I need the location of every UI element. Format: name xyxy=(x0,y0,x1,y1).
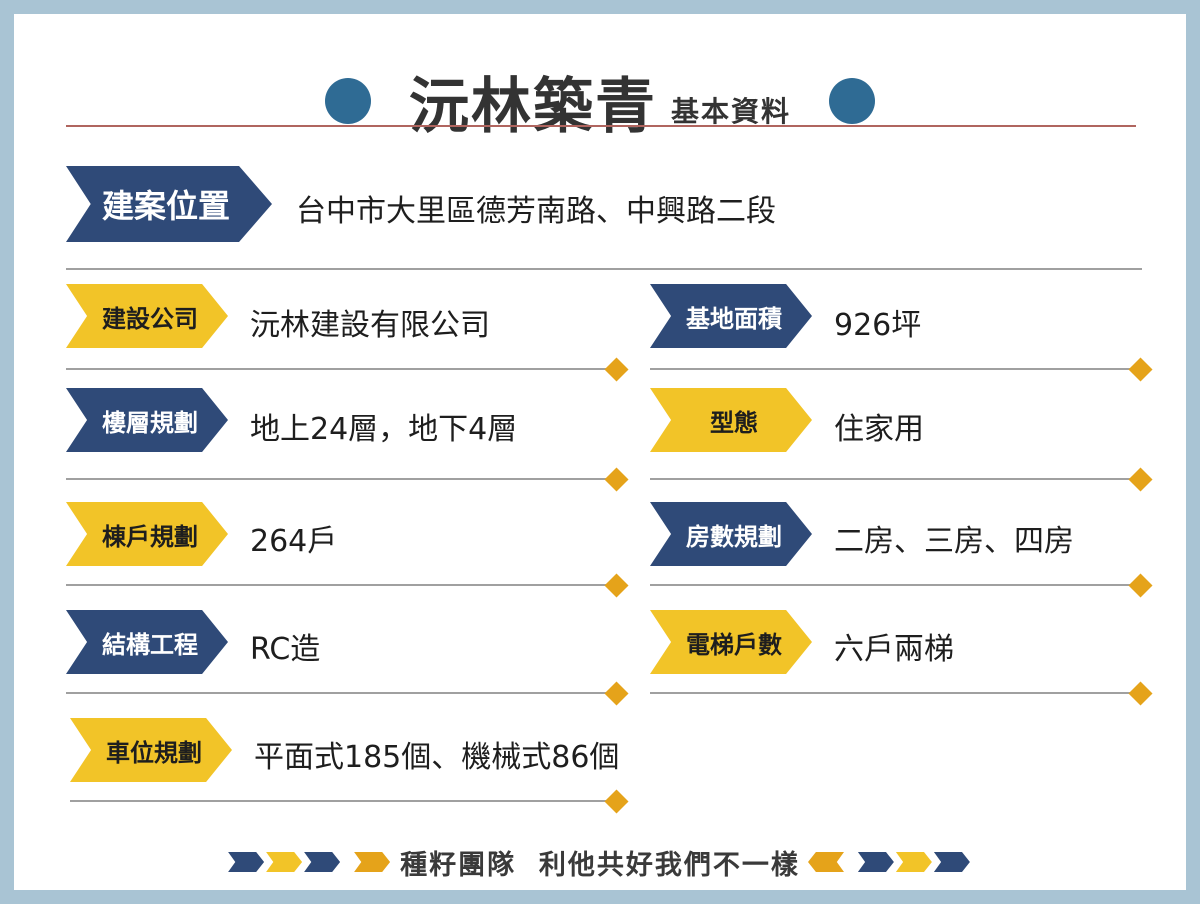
chevron-icon xyxy=(228,852,265,872)
diamond-marker xyxy=(604,789,629,814)
field-label-site-area: 基地面積 xyxy=(686,304,782,333)
title-dot-right xyxy=(829,78,875,124)
location-badge: 建案位置 xyxy=(66,166,272,242)
field-divider-parking xyxy=(70,800,616,802)
chevron-icon xyxy=(933,852,970,872)
field-badge-company: 建設公司 xyxy=(66,284,228,348)
footer-slogan: 種籽團隊 利他共好我們不一樣 xyxy=(400,849,800,881)
field-value-elevator: 六戶兩梯 xyxy=(834,632,954,667)
field-divider-type xyxy=(650,478,1136,480)
field-value-type: 住家用 xyxy=(834,412,924,447)
field-value-floors: 地上24層，地下4層 xyxy=(250,412,518,447)
field-badge-elevator: 電梯戶數 xyxy=(650,610,812,674)
field-value-parking: 平面式185個、機械式86個 xyxy=(254,740,620,775)
diamond-marker xyxy=(604,467,629,492)
field-value-company: 沅林建設有限公司 xyxy=(250,308,490,343)
field-badge-floors: 樓層規劃 xyxy=(66,388,228,452)
field-divider-floors xyxy=(66,478,614,480)
footer-banner: 種籽團隊 利他共好我們不一樣 xyxy=(14,842,1186,882)
location-label: 建案位置 xyxy=(102,187,231,225)
field-value-units: 264戶 xyxy=(250,524,338,559)
field-badge-units: 棟戶規劃 xyxy=(66,502,228,566)
info-card: 沅林築青 基本資料 建案位置 台中市大里區德芳南路、中興路二段 建設公司 沅林建… xyxy=(14,14,1186,890)
field-divider-rooms xyxy=(650,584,1136,586)
field-badge-rooms: 房數規劃 xyxy=(650,502,812,566)
field-label-structure: 結構工程 xyxy=(102,630,198,659)
field-badge-type: 型態 xyxy=(650,388,812,452)
field-label-elevator: 電梯戶數 xyxy=(686,630,782,659)
chevron-icon xyxy=(857,852,894,872)
field-badge-parking: 車位規劃 xyxy=(70,718,232,782)
field-value-structure: RC造 xyxy=(250,632,321,667)
chevron-icon xyxy=(304,852,341,872)
chevron-icon xyxy=(895,852,932,872)
field-divider-units xyxy=(66,584,614,586)
title-dot-left xyxy=(324,78,371,124)
field-divider-company xyxy=(66,368,614,370)
diamond-marker xyxy=(1128,573,1153,598)
page-subtitle: 基本資料 xyxy=(670,95,791,128)
diamond-marker xyxy=(1128,681,1153,706)
chevron-icon xyxy=(354,852,391,872)
field-divider-structure xyxy=(66,692,614,694)
title-bar: 沅林築青 基本資料 xyxy=(14,66,1186,142)
diamond-marker xyxy=(604,357,629,382)
chevron-icon xyxy=(266,852,303,872)
field-divider-elevator xyxy=(650,692,1136,694)
field-value-site-area: 926坪 xyxy=(834,308,922,343)
chevron-icon xyxy=(808,852,844,872)
location-value: 台中市大里區德芳南路、中興路二段 xyxy=(296,194,776,229)
page-title: 沅林築青 xyxy=(408,71,657,142)
field-badge-structure: 結構工程 xyxy=(66,610,228,674)
diamond-marker xyxy=(1128,467,1153,492)
diamond-marker xyxy=(604,681,629,706)
field-label-units: 棟戶規劃 xyxy=(102,522,198,551)
field-value-rooms: 二房、三房、四房 xyxy=(834,524,1074,559)
diamond-marker xyxy=(604,573,629,598)
field-label-type: 型態 xyxy=(710,408,758,437)
field-label-rooms: 房數規劃 xyxy=(686,522,782,551)
diamond-marker xyxy=(1128,357,1153,382)
location-divider xyxy=(66,268,1142,270)
field-label-floors: 樓層規劃 xyxy=(102,408,198,437)
field-label-parking: 車位規劃 xyxy=(106,738,202,767)
field-divider-site-area xyxy=(650,368,1136,370)
field-label-company: 建設公司 xyxy=(102,304,198,333)
field-badge-site-area: 基地面積 xyxy=(650,284,812,348)
title-divider xyxy=(66,125,1136,127)
